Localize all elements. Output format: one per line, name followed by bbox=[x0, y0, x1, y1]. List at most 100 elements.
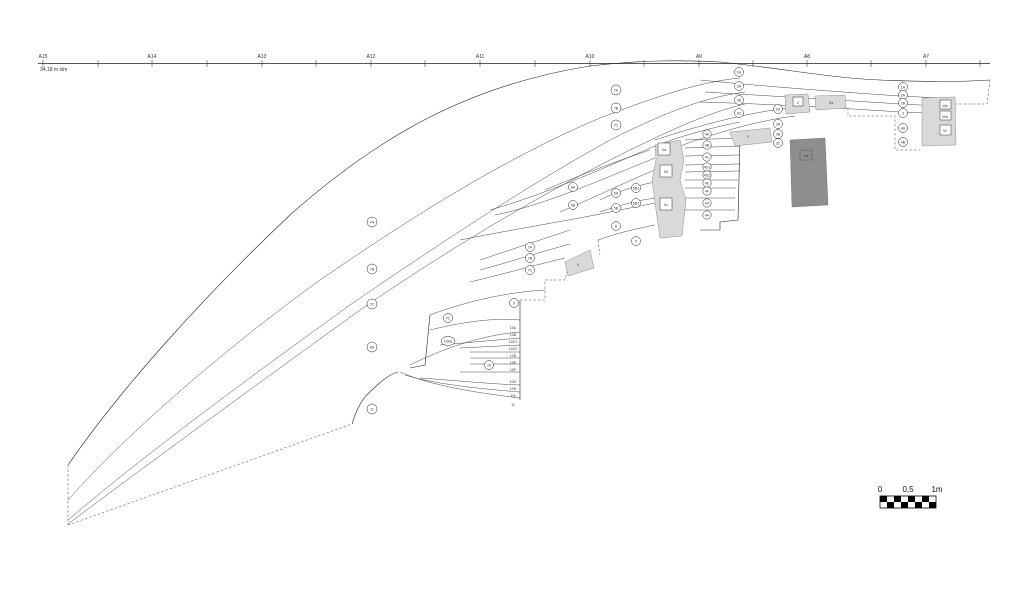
layer-boundary bbox=[684, 163, 741, 166]
layer-boundary bbox=[429, 289, 546, 316]
layer-boundary bbox=[479, 229, 571, 261]
layer-label: 2B bbox=[901, 102, 906, 106]
layer-label: 10C2 bbox=[509, 347, 518, 351]
layer-label: 2A bbox=[901, 94, 906, 98]
structure-block bbox=[939, 99, 952, 110]
layer-boundary bbox=[67, 77, 741, 501]
layer-label: 10A bbox=[510, 326, 517, 330]
layer-labels: 1A 2A 2B 2C 2D 1A 2A 2B 3 4A 4B 3A 3B 3C… bbox=[366, 67, 908, 415]
scale-label-zero: 0 bbox=[878, 485, 883, 494]
structure-label: Xb bbox=[664, 170, 668, 174]
layer-label: 7A bbox=[614, 89, 619, 93]
layer-label: 10C1 bbox=[509, 340, 518, 344]
layer-boundary bbox=[684, 170, 741, 173]
structure-label: Y bbox=[747, 135, 750, 139]
layer-label: 7A bbox=[528, 246, 533, 250]
structure-label: V bbox=[577, 263, 580, 267]
layer-boundary bbox=[429, 319, 521, 331]
structure-label: W bbox=[943, 129, 947, 133]
layer-label: 4G bbox=[705, 202, 710, 206]
layer-label: 10I bbox=[511, 394, 516, 398]
structure-block bbox=[799, 149, 813, 161]
grid-label: A11 bbox=[476, 54, 485, 60]
layer-label: 10E bbox=[510, 361, 517, 365]
grid-label: A14 bbox=[148, 54, 157, 60]
grid-label: A15 bbox=[39, 54, 48, 60]
layer-label: 4E bbox=[705, 182, 710, 186]
layer-label: 5A bbox=[614, 192, 619, 196]
stone-za bbox=[814, 94, 847, 111]
layer-label: 5B bbox=[614, 207, 619, 211]
excavation-limit bbox=[67, 423, 353, 526]
layer-boundary bbox=[67, 91, 746, 521]
layer-label: 4A bbox=[901, 127, 906, 131]
layer-label: 7C bbox=[446, 317, 451, 321]
structure-label: Z bbox=[797, 101, 800, 105]
layer-label: 4D2 bbox=[704, 174, 711, 178]
layer-label: 8A bbox=[370, 346, 375, 350]
layer-label: 10H bbox=[510, 387, 517, 391]
grid-label: A13 bbox=[258, 54, 267, 60]
dark-structure-x bbox=[789, 137, 829, 208]
scale-bar: 0 0,5 1m bbox=[878, 485, 943, 509]
grid-label: A8 bbox=[804, 54, 810, 60]
layer-label: 10G bbox=[510, 380, 517, 384]
layer-label: 2C bbox=[737, 112, 742, 116]
layer-label: 7A bbox=[370, 221, 375, 225]
structure-label: Wb bbox=[942, 115, 947, 119]
layer-label: 7B bbox=[614, 107, 619, 111]
layer-label: 6A bbox=[571, 186, 576, 190]
layer-boundary bbox=[544, 149, 651, 191]
layer-label: 4C bbox=[705, 156, 710, 160]
layer-boundary bbox=[67, 103, 746, 525]
layer-label: 7C bbox=[614, 124, 619, 128]
layer-label: 6 bbox=[615, 225, 617, 229]
grid-reference-line: A15 A14 A13 A12 A11 A10 A9 A8 A7 34,18 m… bbox=[38, 54, 990, 73]
layer-boundary bbox=[399, 371, 521, 399]
excavation-limit bbox=[597, 239, 601, 256]
layer-label: 10 bbox=[487, 364, 491, 368]
layer-label: 4B bbox=[901, 141, 906, 145]
grid-label: A12 bbox=[367, 54, 376, 60]
structure-block bbox=[939, 110, 952, 121]
excavation-limit bbox=[950, 79, 991, 105]
scale-label-half: 0,5 bbox=[902, 485, 914, 494]
layer-boundary bbox=[459, 344, 521, 349]
layer-boundary bbox=[699, 101, 941, 114]
layer-label: 7B bbox=[528, 257, 533, 261]
structure-block bbox=[939, 124, 952, 136]
layer-boundary bbox=[599, 197, 656, 213]
layer-label: 1A bbox=[737, 71, 742, 75]
layer-label: 9 bbox=[513, 302, 515, 306]
layer-label: 9 bbox=[635, 240, 637, 244]
layer-boundary bbox=[419, 377, 521, 386]
layer-boundary bbox=[469, 257, 566, 283]
grid-label: A7 bbox=[923, 54, 929, 60]
layer-label: 5B2 bbox=[633, 202, 639, 206]
layer-label: 7B bbox=[370, 268, 375, 272]
grid-label: A10 bbox=[586, 54, 595, 60]
layer-boundary bbox=[684, 145, 741, 149]
layer-label: 2A bbox=[737, 85, 742, 89]
layer-label: 10B bbox=[510, 333, 517, 337]
layer-boundary bbox=[597, 224, 656, 241]
layer-label: 1A bbox=[901, 86, 906, 90]
structure-block bbox=[659, 164, 673, 178]
layer-label: 4H bbox=[705, 214, 710, 218]
elevation-label: 34,18 m slm bbox=[40, 67, 67, 73]
wall-structure-x bbox=[651, 139, 687, 239]
structure-label: Wa bbox=[942, 104, 947, 108]
layer-label: 4B bbox=[705, 144, 710, 148]
structure-block bbox=[657, 142, 671, 156]
layer-boundary bbox=[684, 137, 741, 141]
structure-label: Za bbox=[829, 101, 833, 105]
layer-boundary bbox=[459, 201, 661, 241]
layer-label: 4D1 bbox=[704, 166, 711, 170]
layer-boundary bbox=[409, 331, 521, 366]
layer-label: 7C bbox=[370, 303, 375, 307]
layer-label: 5B1 bbox=[633, 187, 639, 191]
layer-label: 11 bbox=[370, 408, 374, 412]
layer-label: 4A bbox=[705, 133, 710, 137]
layer-label: 3 bbox=[902, 112, 904, 116]
layer-label: 10F bbox=[510, 368, 517, 372]
